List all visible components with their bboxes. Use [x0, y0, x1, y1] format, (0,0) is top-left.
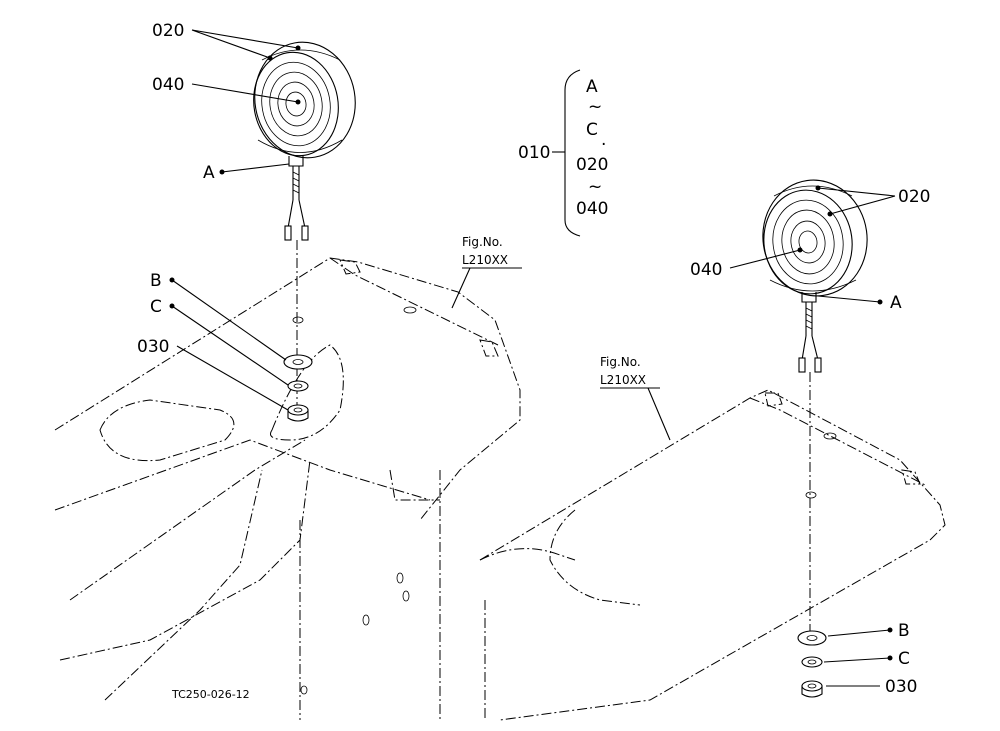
left-hardware — [283, 354, 313, 422]
range-top-end: C — [586, 120, 598, 140]
range-bottom-end: 040 — [576, 199, 608, 219]
callout-020-right: 020 — [898, 187, 930, 207]
fig-ref-prefix-right: Fig.No. — [600, 355, 641, 369]
callout-030-left: 030 — [137, 337, 169, 357]
assembly-bracket: 010 A ~ C · 020 ~ 040 — [518, 69, 608, 237]
fig-ref-right: Fig.No. L210XX — [600, 355, 671, 441]
range-bottom-start: 020 — [576, 155, 608, 175]
fig-ref-number-left: L210XX — [462, 253, 508, 267]
fig-ref-prefix-left: Fig.No. — [462, 235, 503, 249]
range-top-start: A — [586, 77, 598, 97]
callout-C-right: C — [898, 649, 910, 669]
callout-040-left: 040 — [152, 75, 184, 95]
callout-B-left: B — [150, 271, 162, 291]
left-lamp — [253, 41, 356, 241]
figure-code: TC250-026-12 — [171, 688, 250, 701]
assembly-part-no: 010 — [518, 143, 550, 163]
callout-C-left: C — [150, 297, 162, 317]
left-fender-outline — [54, 257, 521, 720]
range-bottom-sep: ~ — [588, 177, 602, 197]
callout-A-right: A — [890, 293, 902, 313]
left-callouts: 020 040 A B C 030 — [137, 21, 301, 411]
callout-A-left: A — [203, 163, 215, 183]
right-lamp — [762, 179, 868, 373]
fig-ref-left: Fig.No. L210XX — [451, 235, 522, 309]
callout-020-left: 020 — [152, 21, 184, 41]
right-fender-outline — [479, 389, 946, 721]
callout-030-right: 030 — [885, 677, 917, 697]
range-mid-sep: · — [601, 135, 606, 155]
callout-B-right: B — [898, 621, 910, 641]
range-top-sep: ~ — [588, 97, 602, 117]
right-hardware — [797, 630, 827, 698]
callout-040-right: 040 — [690, 260, 722, 280]
right-callouts: 020 040 A B C 030 — [690, 185, 930, 697]
fig-ref-number-right: L210XX — [600, 373, 646, 387]
